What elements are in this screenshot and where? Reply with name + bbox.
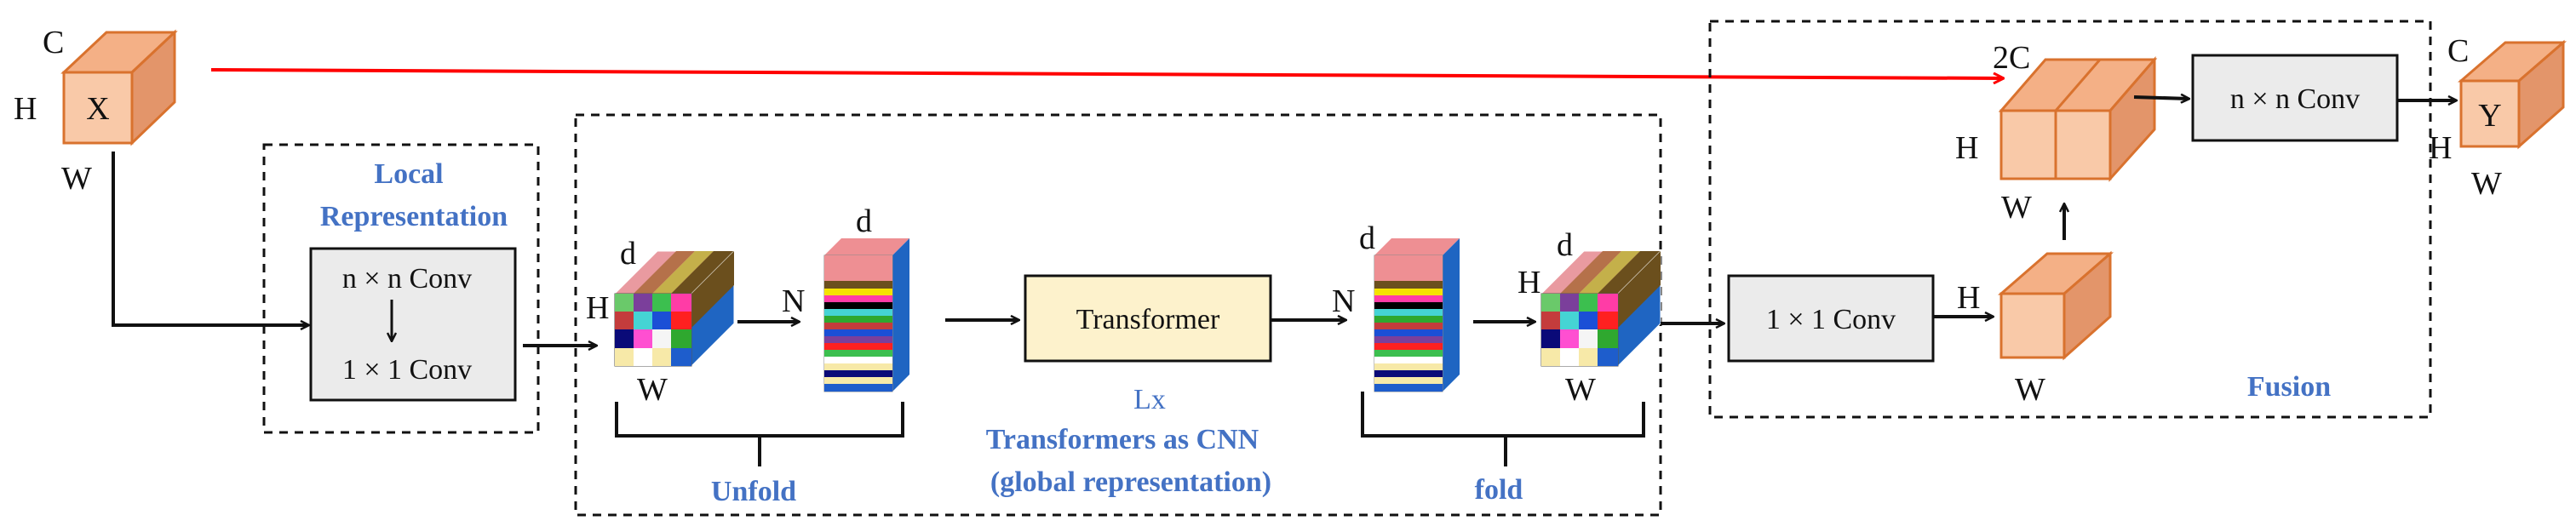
fold-brace: [1361, 392, 1645, 466]
input-name: X: [86, 91, 109, 127]
input-width-label: W: [61, 161, 92, 197]
patch-n-label: N: [782, 283, 805, 319]
transformer-box: [1024, 274, 1272, 363]
fusion-mid-w-label: W: [2015, 372, 2045, 408]
local-title-line1: Local: [374, 158, 443, 190]
patches-stack: [823, 238, 909, 392]
unfold-w-label: W: [637, 372, 668, 408]
fold-grid-cube: [1540, 249, 1662, 368]
output-tensor-y: Y: [2457, 39, 2567, 150]
fold-w-label: W: [1565, 372, 1596, 408]
fusion-cat-c-label: 2C: [1993, 40, 2030, 76]
global-representation-box: [574, 113, 1662, 517]
local-conv-box: [309, 247, 517, 402]
output-name: Y: [2478, 98, 2501, 134]
local-conv2-label: 1 × 1 Conv: [342, 354, 472, 386]
unfold-h-label: H: [586, 290, 609, 326]
fusion-box: [1708, 20, 2432, 419]
fusion-concat-tensor: [1998, 55, 2158, 182]
residual-arrow: [210, 68, 2003, 78]
input-tensor-x: X C H W: [14, 25, 178, 197]
transformer-label: Transformer: [1076, 304, 1220, 335]
fusion-convnxn-box: [2191, 54, 2399, 142]
unfold-brace: [615, 402, 904, 466]
fold-d-label: d: [1557, 227, 1573, 263]
output-width-label: W: [2471, 166, 2502, 202]
unfold-grid-cube: [613, 249, 736, 368]
fusion-mid-tensor: [1997, 250, 2114, 361]
out-d-label: d: [1359, 220, 1375, 256]
fold-h-label: H: [1517, 265, 1540, 300]
fusion-conv1x1-box: [1727, 274, 1935, 363]
output-channel-label: C: [2447, 33, 2469, 69]
input-height-label: H: [14, 91, 37, 127]
global-title-line2: (global representation): [990, 466, 1271, 498]
fold-label: fold: [1475, 474, 1523, 506]
output-height-label: H: [2429, 130, 2452, 166]
local-conv1-label: n × n Conv: [342, 263, 472, 295]
fusion-conv1x1-label: 1 × 1 Conv: [1766, 304, 1896, 335]
transformer-repeat-label: Lx: [1133, 384, 1166, 415]
fusion-title: Fusion: [2247, 371, 2331, 403]
local-representation-box: [262, 143, 540, 434]
fusion-mid-h-label: H: [1957, 280, 1980, 316]
unfold-label: Unfold: [711, 476, 796, 507]
input-channel-label: C: [43, 25, 64, 60]
fusion-cat-w-label: W: [2001, 190, 2032, 226]
output-patches-stack: [1374, 238, 1460, 392]
local-title-line2: Representation: [320, 201, 508, 232]
global-title-line1: Transformers as CNN: [986, 424, 1259, 455]
unfold-d-label: d: [620, 236, 636, 272]
out-n-label: N: [1332, 283, 1355, 319]
fusion-convnxn-label: n × n Conv: [2230, 83, 2360, 115]
fusion-cat-h-label: H: [1955, 130, 1978, 166]
concat-to-conv-arrow: [2133, 97, 2189, 99]
patch-d-label: d: [856, 203, 872, 239]
input-to-local-arrow: [112, 152, 308, 325]
